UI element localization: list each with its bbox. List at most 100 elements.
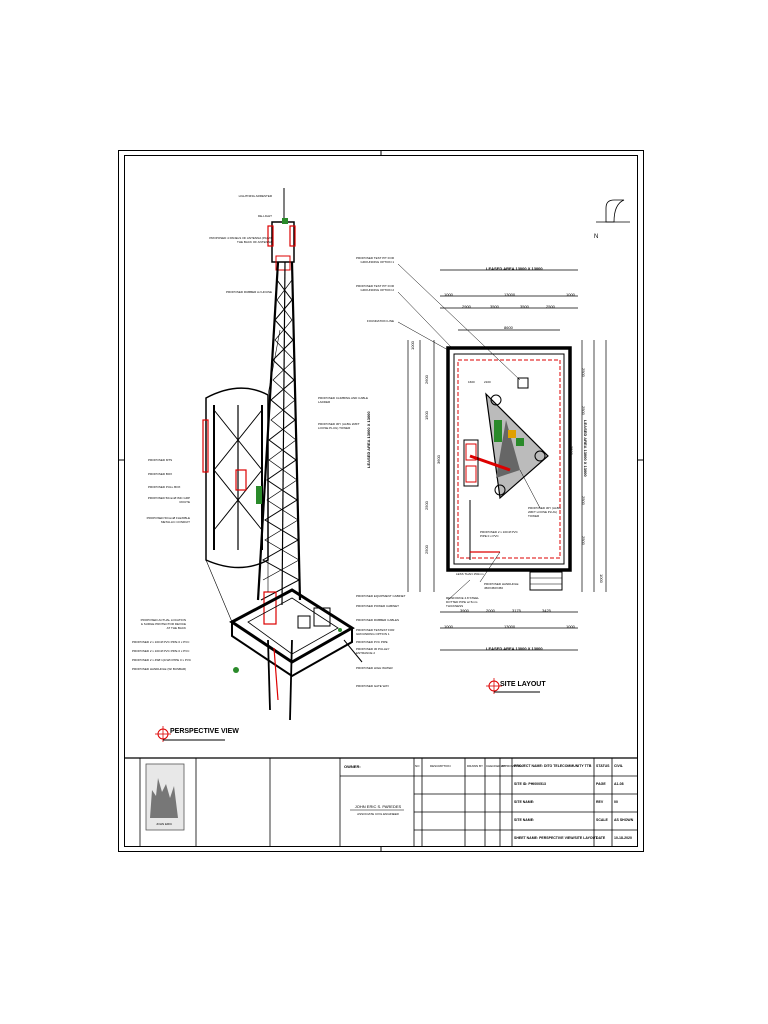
callout-mts: PROPOSED MTS (148, 458, 173, 462)
dim-bot-3: 1000 (566, 624, 575, 629)
dim-bot-2: 13000 (504, 624, 516, 629)
callout-test-pit: PROPOSED TESTEST FOR GROUNDING OPTION 1 (356, 628, 395, 636)
callout-site-pvc: PROPOSED 2 x 100 Ø PVC PIPE 0 x PVC (480, 530, 518, 538)
north-arrow: N (594, 199, 630, 240)
callout-lightning-arrester: LIGHTNING ARRESTER (238, 194, 272, 198)
side-left-1: 2600 (424, 375, 429, 384)
inner-dim-2: 2100 (484, 380, 491, 384)
callout-power-cabinet: PROPOSED POWER CABINET (356, 604, 400, 608)
callout-box: PROPOSED BOX (148, 472, 173, 476)
leased-area-left: LEASED AREA 13000 X 13000 (366, 411, 371, 468)
callout-test-pit-1: PROPOSED TEST PIT FOR GROUNDING OPTION 1 (355, 256, 394, 264)
callout-equipment-cabinet: PROPOSED EQUIPMENT CABINET (356, 594, 406, 598)
rev-label: REV (596, 800, 604, 804)
callout-site-handhole: PROPOSED HANDHOLE 450X450X450 (484, 582, 519, 590)
title-block (124, 757, 638, 847)
page-label: PAGE (596, 782, 606, 786)
side-right-3: 3500 (569, 446, 574, 455)
dim-botsub-3: 3175 (512, 608, 521, 613)
perspective-view-title: PERSPECTIVE VIEW (170, 728, 239, 735)
callout-tower: PROPOSED 30Y (ALBG 2MFT LOOSE PLUG) TOWE… (318, 422, 360, 430)
callout-rubber-cables: PROPOSED RUBBER CABLES (356, 618, 400, 622)
side-right-5: 2500 (581, 536, 586, 545)
drawing-frame (124, 155, 638, 847)
callout-flexible-conduit: PROPOSED 50mmØ FLEXIBLE METALLIC CONDUIT (146, 516, 190, 524)
dim-botsub-1: 3900 (460, 608, 469, 613)
site-layout-title: SITE LAYOUT (500, 681, 546, 688)
inner-dim-1: 1600 (468, 380, 475, 384)
side-left-3: 3600 (436, 455, 441, 464)
site-name-2: SITE NAME: (514, 818, 535, 822)
project-name: PROJECT NAME: DITO TELECOMMUNITY TTB (514, 764, 592, 768)
callout-ladder: PROPOSED CLIMBING AND CABLE LADDER (318, 396, 369, 404)
dim-topsub-4: 2500 (546, 304, 555, 309)
dim-bot-1: 1000 (444, 624, 453, 629)
rev-header-approved: APPROVED BY (501, 764, 523, 768)
callout-pvc-1: PROPOSED 2 x 100 Ø PVC PIPE 0 x PVC (132, 640, 190, 644)
side-left-4: 2500 (424, 501, 429, 510)
callout-pvc-pipe: PROPOSED PVC PIPE (356, 640, 388, 644)
site-plan (397, 263, 607, 694)
leased-area-top: LEASED AREA 13000 X 13000 (486, 266, 543, 271)
leased-area-right: LEASED AREA 13000 X 13000 (583, 420, 588, 477)
side-right-outer: 1000 (599, 574, 604, 583)
dim-topsub-1: 2900 (462, 304, 471, 309)
dim-botsub-2: 2000 (486, 608, 495, 613)
dim-top-2: 13000 (504, 292, 516, 297)
callout-imc-route: PROPOSED 50mmØ IMC GRP ROUTE (147, 496, 190, 504)
dim-topsub-2: 3500 (490, 304, 499, 309)
status-value: CIVIL (614, 764, 623, 768)
side-right-4: 2500 (581, 496, 586, 505)
callout-pull-box: PROPOSED PULL BOX (148, 485, 181, 489)
rev-header-description: DESCRIPTION (430, 764, 451, 768)
date-label: DATE (596, 836, 606, 840)
scale-value: AS SHOWN (614, 818, 634, 822)
dim-topsub-3: 3500 (520, 304, 529, 309)
side-right-1: 2500 (581, 368, 586, 377)
callout-extend-wall: EXTEND 30 WALL NOT LESS THAN 150mm (456, 568, 489, 576)
rev-header-drawn: DRAWN BY (467, 764, 484, 768)
rev-header-no: NO (415, 764, 420, 768)
callout-gate-way: PROPOSED GATE WAY (356, 684, 390, 688)
callout-reinforce: REINFORCE 4.8 STEEL DOTTED PIPE w/ 5mm T… (446, 596, 479, 608)
site-id: SITE ID: PHI000513 (514, 782, 546, 786)
callout-high-water: PROPOSED HIGH WATER (356, 666, 393, 670)
rev-header-checked: CHECKED BY (486, 764, 506, 768)
dim-top-3: 1000 (566, 292, 575, 297)
dim-top-1: 1000 (444, 292, 453, 297)
dim-botsub-4: 3425 (542, 608, 551, 613)
engineer-title: ASSOCIATE CIVIL ENGINEER (357, 812, 399, 816)
detail-callout-bubble (202, 329, 281, 623)
callout-pulley: PROPOSED 30 PULLEY ENTRANCE 2 (356, 647, 390, 655)
dim-inner: 8600 (504, 325, 513, 330)
callout-foundation: FOUNDATION LINE (366, 319, 394, 323)
logo-text: JOHN ERIC (156, 822, 173, 826)
date-value: 10-18-2020 (614, 836, 632, 840)
leased-area-bottom: LEASED AREA 13000 X 13000 (486, 646, 543, 651)
side-left-5: 2500 (424, 545, 429, 554)
callout-test-pit-2: PROPOSED TEST PIT FOR GROUNDING OPTION 2 (355, 284, 394, 292)
callout-rubber-house: PROPOSED RUBBER AJ HOUSE (225, 290, 272, 294)
callout-pvc-2: PROPOSED 2 x 100 Ø PVC PIPE 0 x PVC (132, 649, 190, 653)
callout-site-tower: PROPOSED 30Y (ALBG 2MFT LOOSE PLUG) TOWE… (528, 506, 561, 518)
engineer-name: JOHN ERIC S. PAREDES (354, 804, 402, 809)
site-name: SITE NAME: (514, 800, 535, 804)
status-label: STATUS (596, 764, 610, 768)
north-label: N (594, 234, 598, 240)
page-value: A1-08 (614, 782, 624, 786)
callout-antenna: PROPOSED 4 PANELS OF ANTENNA (PA) AT THE… (209, 236, 272, 244)
perspective-title-marker (155, 726, 225, 742)
side-left-2: 1500 (424, 411, 429, 420)
callout-handhole: PROPOSED HANDHOLE (W/ BUSBAR) (132, 667, 187, 671)
tower-perspective (229, 188, 363, 721)
rev-value: 00 (614, 800, 618, 804)
sheet-name: SHEET NAME: PERSPECTIVE VIEW/SITE LAYOUT (514, 836, 598, 840)
scale-label: SCALE (596, 818, 608, 822)
callout-delight: DE-LIGHT (257, 214, 272, 218)
callout-spd: PROPOSED ACTUAL LOCATION & SURGE PROTECT… (140, 618, 186, 630)
owner-label: OWNER: (344, 764, 361, 769)
callout-pvc-3: PROPOSED 2 x 45Ø 1(0-WN PIPE 0 x PVC (132, 658, 192, 662)
side-right-2: 2500 (581, 406, 586, 415)
side-left-outer: 1000 (410, 341, 415, 350)
